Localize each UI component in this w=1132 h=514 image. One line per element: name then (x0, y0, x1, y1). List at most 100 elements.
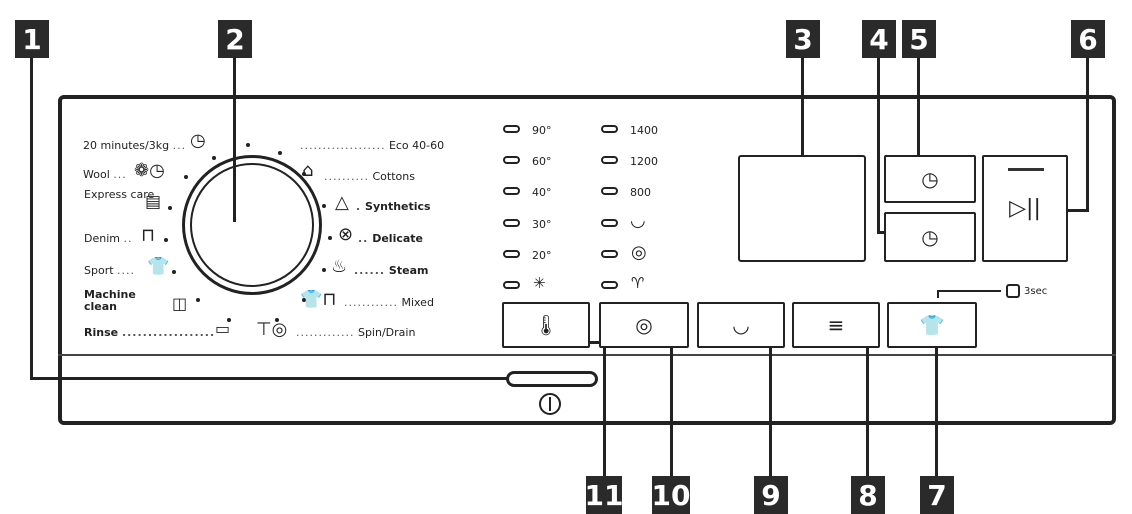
programme-rinse: Rinse .................. (84, 326, 216, 339)
callout-6: 6 (1071, 20, 1105, 58)
delicate-icon: ⊗ (338, 224, 354, 245)
callout-9: 9 (754, 476, 788, 514)
delay-start-button[interactable]: ◷ (884, 212, 976, 262)
cottons-icon: ⌂ (302, 160, 314, 181)
leader-11-horizontal (580, 341, 606, 344)
dial-dot (278, 151, 282, 155)
dial-dot (164, 238, 168, 242)
callout-3: 3 (786, 20, 820, 58)
denim-icon: ⊓ (141, 225, 156, 246)
spin-800-label: 800 (630, 186, 651, 199)
temp-90-label: 90° (532, 124, 552, 137)
programme-knob-inner (190, 163, 314, 287)
programme-knob[interactable] (182, 155, 322, 295)
shirt-icon: 👕 (919, 313, 945, 337)
callout-7: 7 (920, 476, 954, 514)
prewash-icon: ≡ (827, 313, 845, 337)
dial-dot (322, 268, 326, 272)
leader-2 (233, 57, 236, 222)
led-temp-60 (503, 156, 520, 164)
steam-icon: ♨ (331, 256, 348, 277)
dial-dot (227, 318, 231, 322)
machine-clean-icon: ◫ (172, 294, 188, 313)
thermometer-icon: 🌡 (533, 313, 559, 337)
cold-icon: ✳ (533, 274, 546, 292)
dial-dot (328, 236, 332, 240)
temperature-button[interactable]: 🌡 (502, 302, 590, 348)
childlock-bracket-top (937, 290, 1001, 292)
callout-1: 1 (15, 20, 49, 58)
dial-dot (184, 175, 188, 179)
led-temp-40 (503, 187, 520, 195)
leader-9 (769, 343, 772, 476)
programme-20min-3kg: 20 minutes/3kg ... (83, 139, 187, 152)
spin-reduced-icon: ◎ (631, 242, 647, 263)
led-spin-reduced (601, 250, 618, 258)
time-manager-button[interactable]: ◷ (884, 155, 976, 203)
extra-rinse-button[interactable]: ◡ (697, 302, 785, 348)
child-lock-icon (1006, 284, 1020, 298)
leader-3 (801, 57, 804, 157)
childlock-bracket-left (937, 290, 939, 298)
spin-button[interactable]: ◎ (599, 302, 689, 348)
programme-machine-clean: Machine clean (84, 288, 136, 313)
programme-express-care: Express care (84, 188, 155, 201)
start-pause-indicator (1008, 168, 1044, 171)
control-panel-frame (58, 95, 1116, 425)
programme-wool: Wool ... (83, 168, 127, 181)
leader-6-horizontal (1060, 209, 1089, 212)
start-pause-button[interactable]: ▷|| (982, 155, 1068, 262)
temp-40-label: 40° (532, 186, 552, 199)
dial-dot (246, 143, 250, 147)
synthetics-icon: △ (335, 192, 349, 213)
spin-1400-label: 1400 (630, 124, 658, 137)
callout-2: 2 (218, 20, 252, 58)
led-temp-90 (503, 125, 520, 133)
wool-icon: ❁◷ (134, 160, 165, 181)
dial-dot (302, 298, 306, 302)
programme-cottons: .......... Cottons (324, 170, 415, 183)
delay-start-icon: ◷ (921, 225, 939, 249)
spin-1200-label: 1200 (630, 155, 658, 168)
led-temp-30 (503, 219, 520, 227)
leader-1-horizontal (30, 377, 508, 380)
led-spin-1400 (601, 125, 618, 133)
dial-dot (196, 298, 200, 302)
leader-4-vertical (877, 57, 880, 232)
dial-dot (212, 156, 216, 160)
power-icon (539, 393, 561, 415)
leader-8 (866, 343, 869, 476)
led-spin-1200 (601, 156, 618, 164)
timer-icon: ◷ (190, 130, 206, 151)
three-sec-label: 3sec (1024, 286, 1048, 297)
steam-anticrease-button[interactable]: 👕 (887, 302, 977, 348)
leader-10 (670, 343, 673, 476)
programme-denim: Denim .. (84, 232, 133, 245)
no-spin-icon: ♈ (631, 274, 645, 292)
programme-synthetics: . Synthetics (356, 200, 431, 213)
rinse-icon: ▭ (215, 319, 231, 338)
extra-rinse-icon: ◡ (732, 313, 750, 337)
leader-6-vertical (1086, 57, 1089, 211)
start-pause-icon: ▷|| (1009, 196, 1041, 221)
dial-dot (322, 204, 326, 208)
temp-30-label: 30° (532, 218, 552, 231)
time-manager-icon: ◷ (921, 167, 939, 191)
on-off-button[interactable] (506, 371, 598, 387)
prewash-button[interactable]: ≡ (792, 302, 880, 348)
callout-11: 11 (585, 476, 623, 514)
led-temp-cold (503, 281, 520, 289)
led-spin-800 (601, 187, 618, 195)
callout-10: 10 (652, 476, 690, 514)
led-temp-20 (503, 250, 520, 258)
express-care-icon: ▤ (145, 192, 162, 212)
panel-divider (58, 354, 1116, 356)
leader-1-vertical (30, 57, 33, 379)
dial-dot (302, 172, 306, 176)
programme-mixed: ............ Mixed (344, 296, 434, 309)
programme-delicate: .. Delicate (358, 232, 423, 245)
callout-5: 5 (902, 20, 936, 58)
dial-dot (168, 206, 172, 210)
led-rinse-hold (601, 219, 618, 227)
leader-7-vertical (935, 343, 938, 476)
